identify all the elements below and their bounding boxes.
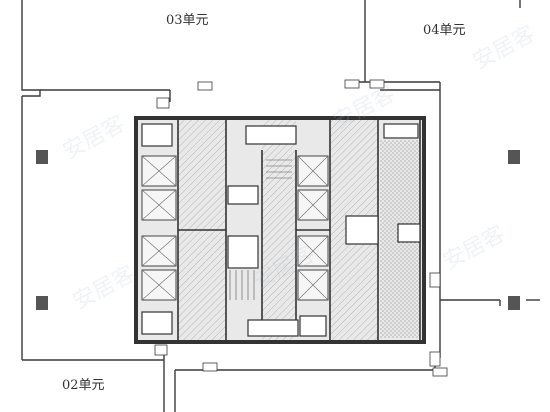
door-markers (154, 79, 448, 377)
unit-04-label: 04单元 (423, 23, 466, 38)
unit-03-label: 03单元 (166, 13, 209, 28)
building-core (134, 116, 426, 344)
unit-02-label: 02单元 (62, 378, 105, 393)
structural-columns (36, 150, 520, 310)
